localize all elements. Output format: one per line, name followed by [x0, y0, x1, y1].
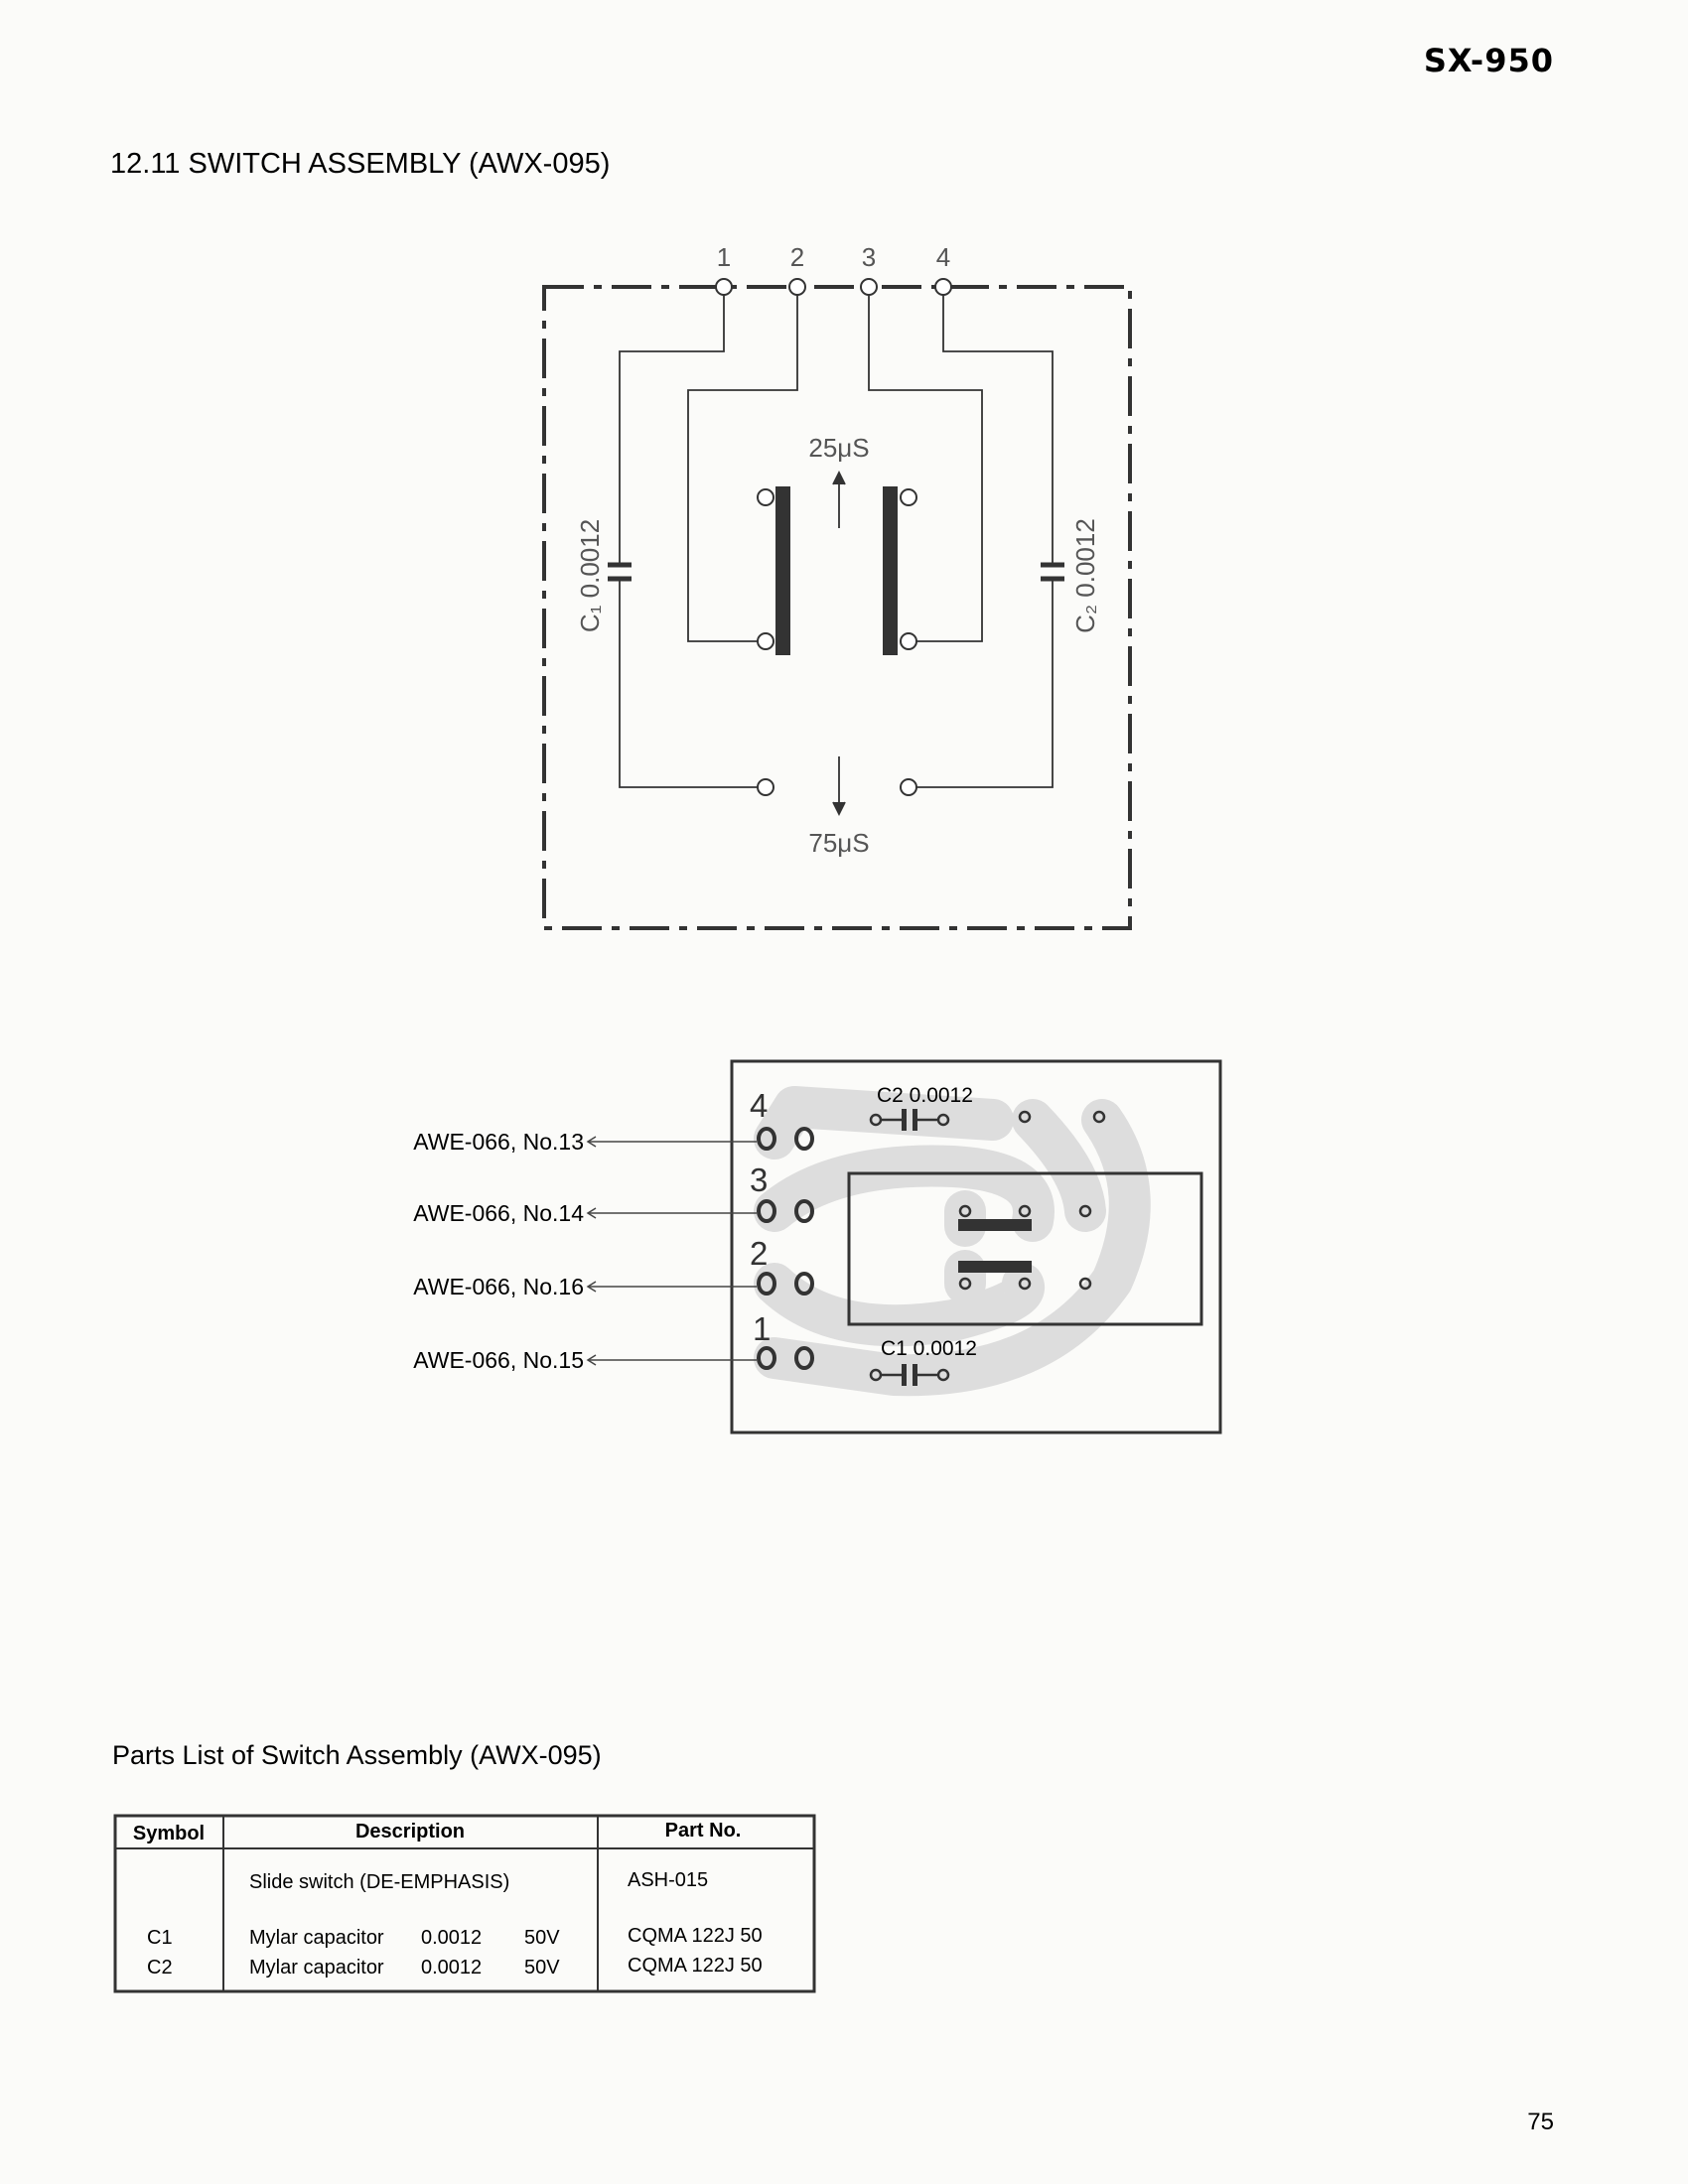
- row-part-no: CQMA 122J 50: [628, 1955, 763, 1977]
- connector-pads: [757, 1127, 814, 1370]
- c2-schematic-label: C₂ 0.0012: [1070, 518, 1100, 633]
- c1-pcb-label: C1 0.0012: [881, 1337, 977, 1360]
- row-part-no: ASH-015: [628, 1869, 708, 1891]
- position-75us-label: 75μS: [808, 828, 869, 858]
- switch-slider-left: [775, 486, 790, 655]
- row-value: 0.0012: [421, 1957, 482, 1979]
- arrow-icon: [586, 1136, 757, 1366]
- model-header: SX-950: [1424, 42, 1554, 79]
- schematic-diagram: [542, 278, 1132, 930]
- switch-outline: [847, 1171, 1203, 1326]
- connection-label: AWE-066, No.13: [413, 1129, 584, 1155]
- column-header-part-no: Part No.: [665, 1820, 742, 1842]
- row-symbol: C2: [147, 1957, 173, 1979]
- connection-label: AWE-066, No.15: [413, 1347, 584, 1373]
- pcb-pin-number: 1: [753, 1310, 771, 1347]
- terminal-label: 4: [936, 242, 950, 272]
- pcb-outline: [730, 1059, 1222, 1434]
- row-description: Mylar capacitor: [249, 1957, 384, 1979]
- connection-label: AWE-066, No.14: [413, 1200, 584, 1226]
- switch-contact: [958, 1219, 1032, 1231]
- switch-slider-right: [883, 486, 898, 655]
- section-title: 12.11 SWITCH ASSEMBLY (AWX-095): [110, 148, 610, 180]
- row-value: 0.0012: [421, 1927, 482, 1949]
- component-pads: [869, 1110, 1106, 1382]
- pcb-pin-number: 3: [750, 1161, 768, 1198]
- row-voltage: 50V: [524, 1957, 560, 1979]
- position-25us-label: 25μS: [808, 433, 869, 463]
- row-description: Mylar capacitor: [249, 1927, 384, 1949]
- terminal-label: 3: [862, 242, 876, 272]
- terminal-circles: [715, 278, 952, 796]
- c2-pcb-label: C2 0.0012: [877, 1084, 973, 1107]
- capacitor-symbols: [608, 562, 1064, 582]
- pcb-diagram: [586, 1059, 1222, 1434]
- column-header-symbol: Symbol: [133, 1823, 205, 1844]
- parts-list-title: Parts List of Switch Assembly (AWX-095): [112, 1740, 602, 1770]
- pcb-traces: [754, 1086, 1151, 1397]
- capacitor-symbols-pcb: [902, 1109, 917, 1386]
- schematic-wires: [619, 287, 1054, 788]
- row-voltage: 50V: [524, 1927, 560, 1949]
- page-number: 75: [1527, 2109, 1554, 2135]
- connection-label: AWE-066, No.16: [413, 1274, 584, 1299]
- switch-contact: [958, 1261, 1032, 1273]
- terminal-label: 1: [717, 242, 731, 272]
- row-part-no: CQMA 122J 50: [628, 1925, 763, 1947]
- parts-table: Symbol Description Part No. Slide switch…: [113, 1814, 816, 1993]
- arrow-icon: [832, 470, 846, 817]
- row-symbol: C1: [147, 1927, 173, 1949]
- c1-schematic-label: C₁ 0.0012: [575, 519, 605, 632]
- assembly-boundary: [542, 285, 1132, 930]
- pcb-pin-number: 2: [750, 1235, 768, 1272]
- column-header-description: Description: [355, 1821, 465, 1843]
- terminal-label: 2: [790, 242, 804, 272]
- pcb-pin-number: 4: [750, 1087, 768, 1124]
- row-description: Slide switch (DE-EMPHASIS): [249, 1871, 509, 1893]
